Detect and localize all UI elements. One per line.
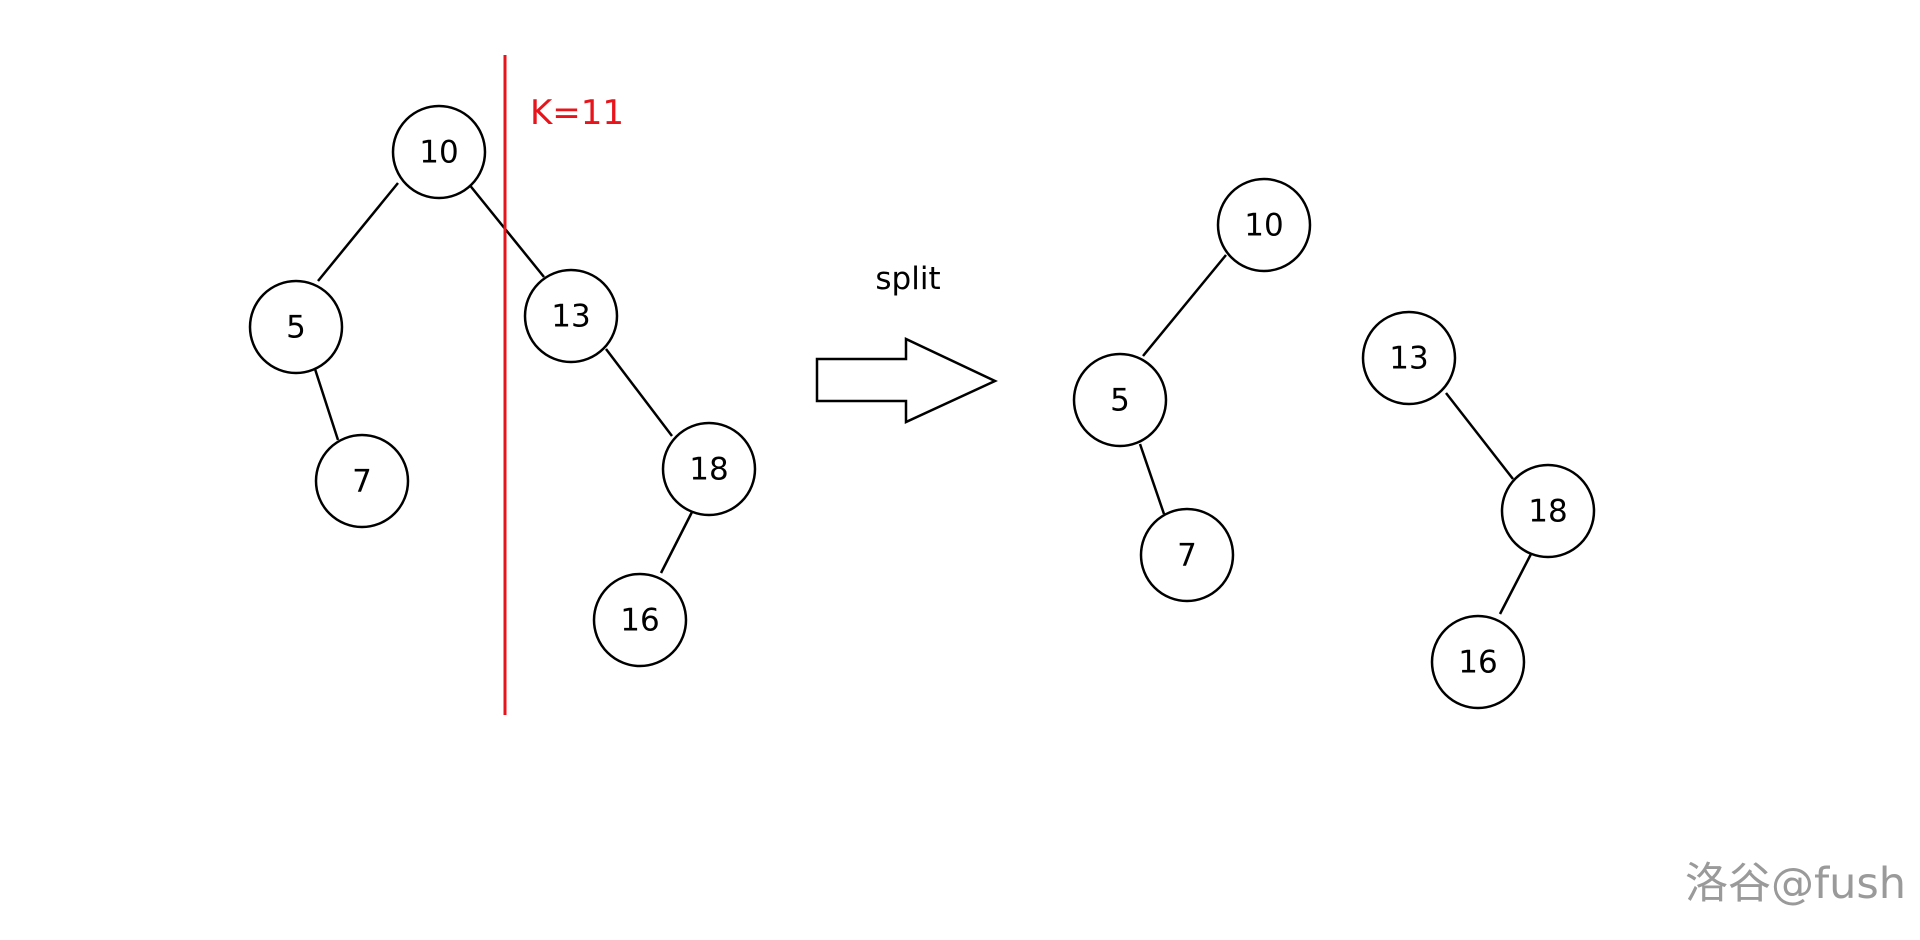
node-label: 13: [551, 299, 590, 335]
tree-node: 18: [1500, 463, 1596, 559]
node-label: 7: [1177, 538, 1197, 574]
edge-5-7: [1138, 443, 1166, 515]
tree-node: 16: [1430, 614, 1526, 710]
right-arrow-icon: [815, 337, 998, 424]
edge-13-18: [1445, 392, 1514, 480]
tree-node: 10: [1216, 177, 1312, 273]
node-label: 18: [1528, 494, 1567, 530]
tree-node: 18: [661, 421, 757, 517]
node-label: 18: [689, 452, 728, 488]
edge-10-5: [317, 182, 399, 282]
split-label: split: [875, 261, 940, 297]
tree-node: 13: [1361, 310, 1457, 406]
node-label: 5: [286, 310, 306, 346]
tree-node: 7: [1139, 507, 1235, 603]
right-tree-edges: [1445, 392, 1533, 615]
right-tree: 13 18 16: [1361, 310, 1596, 710]
node-label: 13: [1389, 341, 1428, 377]
original-tree: 10 5 7 13 18 16: [248, 104, 757, 668]
edge-18-16: [659, 511, 694, 574]
node-label: 7: [352, 464, 372, 500]
node-label: 5: [1110, 383, 1130, 419]
edge-5-7: [313, 368, 340, 441]
tree-node: 7: [314, 433, 410, 529]
original-tree-edges: [313, 182, 694, 574]
tree-node: 5: [1072, 352, 1168, 448]
node-label: 16: [620, 603, 659, 639]
left-tree-edges: [1138, 254, 1227, 515]
tree-node: 13: [523, 268, 619, 364]
left-tree: 10 5 7: [1072, 177, 1312, 603]
node-label: 10: [419, 135, 458, 171]
edge-10-5: [1142, 254, 1227, 357]
edge-13-18: [605, 348, 673, 437]
edge-18-16: [1498, 553, 1533, 615]
tree-node: 5: [248, 279, 344, 375]
node-label: 10: [1244, 208, 1283, 244]
node-label: 16: [1458, 645, 1497, 681]
tree-node: 16: [592, 572, 688, 668]
k-value-label: K=11: [530, 93, 624, 133]
watermark: 洛谷@fush: [1685, 859, 1906, 909]
tree-node: 10: [391, 104, 487, 200]
